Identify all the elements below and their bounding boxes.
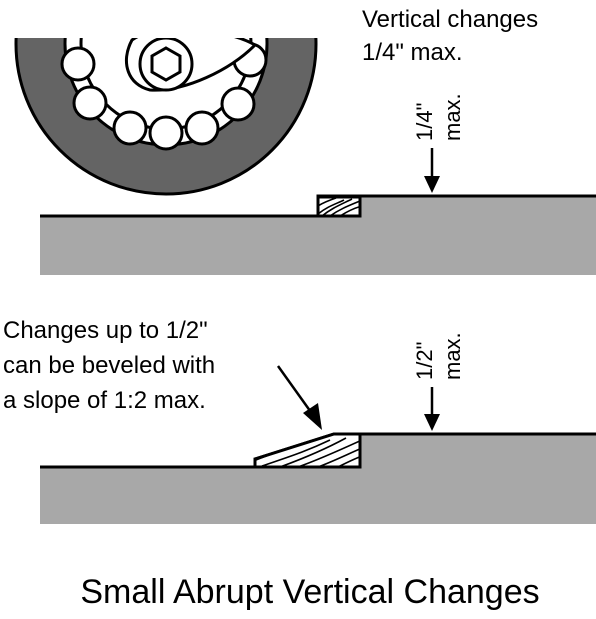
figure-caption: Small Abrupt Vertical Changes bbox=[80, 573, 539, 611]
hatch-pattern-top bbox=[318, 197, 360, 216]
wheel-illustration bbox=[14, 38, 318, 196]
dim-value-bottom: 1/2" bbox=[412, 342, 437, 380]
dimension-label-top: 1/4" max. bbox=[412, 93, 465, 141]
bottom-note-line-1: Changes up to 1/2" bbox=[3, 317, 208, 344]
dimension-arrow-head-bottom bbox=[424, 414, 440, 431]
dimension-arrow-head-top bbox=[424, 176, 440, 193]
top-note-line-2: 1/4" max. bbox=[362, 39, 463, 66]
dim-value-top: 1/4" bbox=[412, 103, 437, 141]
top-panel: Vertical changes 1/4" max. 1/4" max. bbox=[14, 6, 596, 275]
top-note-line-1: Vertical changes bbox=[362, 6, 538, 33]
dim-suffix-top: max. bbox=[440, 93, 465, 141]
dim-suffix-bottom: max. bbox=[440, 332, 465, 380]
ground-high-top bbox=[360, 196, 596, 275]
ground-high-bottom bbox=[360, 434, 596, 524]
callout-arrow-shaft bbox=[276, 365, 315, 416]
level-change-block bbox=[316, 195, 362, 218]
callout-arrow-head bbox=[303, 403, 322, 430]
bottom-note-line-2: can be beveled with bbox=[3, 352, 215, 379]
bottom-panel: Changes up to 1/2" can be beveled with a… bbox=[3, 317, 596, 524]
bottom-note-line-3: a slope of 1:2 max. bbox=[3, 387, 206, 414]
hub-hex-nut bbox=[150, 46, 182, 82]
dimension-label-bottom: 1/2" max. bbox=[412, 332, 465, 380]
